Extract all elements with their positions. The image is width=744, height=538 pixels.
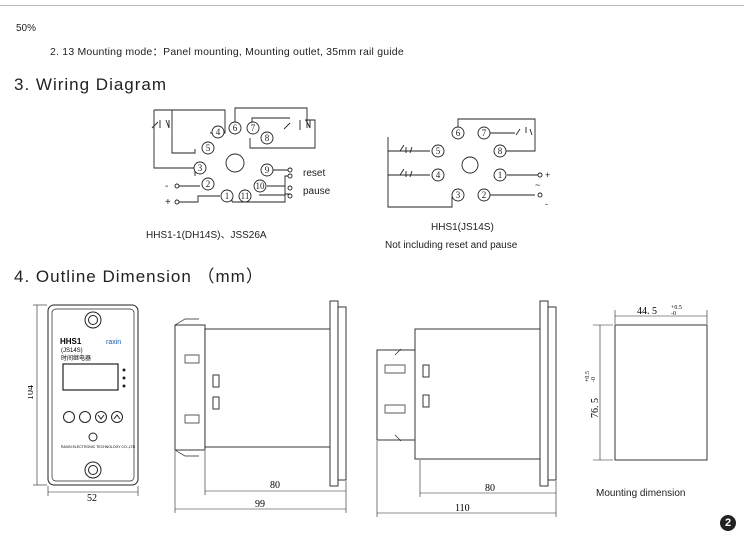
mounting-cutout-drawing: 44. 5 +0.5 -0 76. 5 +0.5 -0 [585, 305, 708, 461]
cutout-width: 44. 5 [637, 306, 657, 317]
total-dimension: 99 [255, 499, 265, 510]
pin-label: 4 [216, 127, 221, 137]
pin-label: 2 [482, 190, 487, 200]
plus-label: + [545, 170, 550, 180]
front-view-drawing: HHS1 (JS14S) 时间继电器 raxin RAXIN ELECTRONI… [28, 304, 139, 504]
pin-label: 2 [206, 179, 211, 189]
pause-label: pause [303, 186, 331, 197]
pin-label: 1 [498, 170, 503, 180]
cutout-width-tol-plus: +0.5 [671, 305, 682, 311]
model-text: HHS1 [60, 337, 82, 346]
ac-label: ~ [535, 180, 540, 190]
total-dimension: 110 [455, 503, 470, 514]
depth-dimension: 80 [485, 483, 495, 494]
minus-label: - [165, 181, 168, 192]
height-dimension: 104 [28, 385, 36, 400]
company-text: RAXIN ELECTRONIC TECHNOLOGY CO.,LTD [61, 445, 136, 449]
pin-label: 3 [456, 190, 461, 200]
pin-label: 5 [206, 143, 211, 153]
type-cn-text: 时间继电器 [61, 354, 91, 362]
reset-label: reset [303, 168, 325, 179]
pin-label: 4 [436, 170, 441, 180]
mounting-caption: Mounting dimension [596, 488, 686, 499]
top-border-line [0, 5, 744, 6]
pin-label: 8 [265, 133, 270, 143]
right-diagram-note: Not including reset and pause [385, 240, 518, 251]
wiring-diagram-hhs1: 6 7 5 8 4 1 3 2 + ~ - [387, 118, 550, 209]
section-title-wiring: 3. Wiring Diagram [14, 75, 168, 94]
wiring-diagram-hhs1-1: 5 4 3 2 1 6 7 8 9 10 11 reset pause - + [151, 107, 331, 208]
page-number-badge: 2 [720, 515, 736, 531]
pin-label: 3 [198, 163, 203, 173]
pin-label: 10 [256, 181, 266, 191]
right-diagram-caption: HHS1(JS14S) [431, 222, 494, 233]
cutout-height-tol-minus: -0 [591, 377, 597, 382]
section-title-outline: 4. Outline Dimension （mm） [14, 267, 264, 286]
side-view-1-drawing: 80 99 [174, 300, 347, 513]
side-view-2-drawing: 80 110 [376, 300, 557, 517]
pin-label: 1 [225, 191, 230, 201]
pin-label: 6 [233, 123, 238, 133]
pin-label: 8 [498, 146, 503, 156]
width-dimension: 52 [87, 493, 97, 504]
mounting-mode-spec: 2. 13 Mounting mode：Panel mounting, Moun… [50, 46, 404, 58]
cutout-height-tol-plus: +0.5 [585, 371, 591, 382]
pin-label: 9 [265, 165, 270, 175]
left-diagram-caption: HHS1-1(DH14S)、JSS26A [146, 230, 267, 241]
minus-label: - [545, 199, 548, 209]
cutout-height: 76. 5 [590, 398, 601, 418]
depth-dimension: 80 [270, 480, 280, 491]
plus-label: + [165, 197, 171, 208]
pin-label: 6 [456, 128, 461, 138]
pin-label: 7 [251, 123, 256, 133]
cutout-width-tol-minus: -0 [671, 311, 676, 317]
pin-label: 5 [436, 146, 441, 156]
pin-label: 11 [241, 191, 250, 201]
zoom-level: 50% [16, 23, 37, 34]
pin-label: 7 [482, 128, 487, 138]
brand-logo: raxin [106, 339, 121, 346]
model-sub-text: (JS14S) [61, 348, 83, 354]
